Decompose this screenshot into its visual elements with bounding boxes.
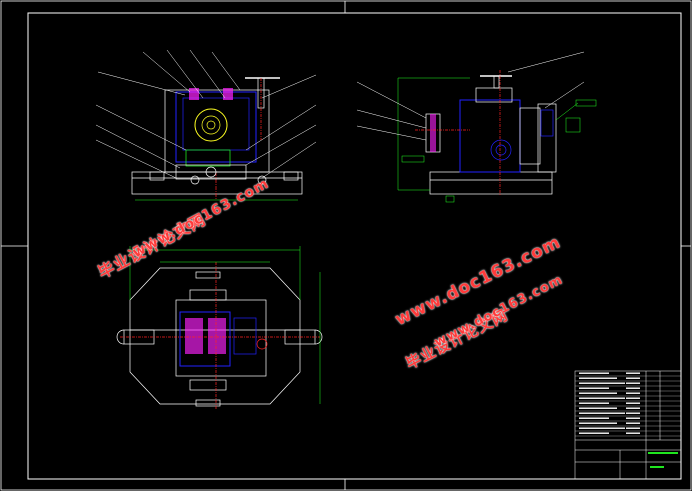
parts-list-entry-mark (579, 432, 609, 434)
parts-list-entry-mark (579, 417, 609, 419)
parts-list-entry-mark (626, 372, 640, 374)
parts-list-entry-mark (579, 397, 625, 399)
parts-list-entry-mark (579, 402, 609, 404)
parts-list-entry-mark (626, 377, 640, 379)
parts-list-entry-mark (626, 397, 640, 399)
parts-list-entry-mark (579, 407, 617, 409)
title-block-green (648, 452, 678, 468)
side-view (356, 51, 597, 203)
top-view (116, 246, 323, 410)
parts-list-entry-mark (579, 372, 609, 374)
parts-list-entry-mark (626, 417, 640, 419)
parts-list-entry-mark (579, 427, 625, 429)
title-block-rows (575, 375, 681, 437)
title-block (574, 370, 682, 480)
parts-list-entry-mark (626, 387, 640, 389)
parts-list-entry-mark (579, 412, 625, 414)
parts-list-entry-mark (626, 427, 640, 429)
title-block-entries (579, 372, 640, 434)
parts-list-entry-mark (626, 412, 640, 414)
parts-list-entry-mark (626, 422, 640, 424)
parts-list-entry-mark (579, 422, 617, 424)
parts-list-entry-mark (579, 392, 617, 394)
parts-list-entry-mark (626, 392, 640, 394)
parts-list-entry-mark (626, 382, 640, 384)
parts-list-entry-mark (579, 387, 609, 389)
parts-list-entry-mark (626, 407, 640, 409)
front-view (95, 49, 317, 201)
parts-list-entry-mark (626, 402, 640, 404)
parts-list-entry-mark (579, 377, 617, 379)
parts-list-entry-mark (626, 432, 640, 434)
parts-list-entry-mark (579, 382, 625, 384)
